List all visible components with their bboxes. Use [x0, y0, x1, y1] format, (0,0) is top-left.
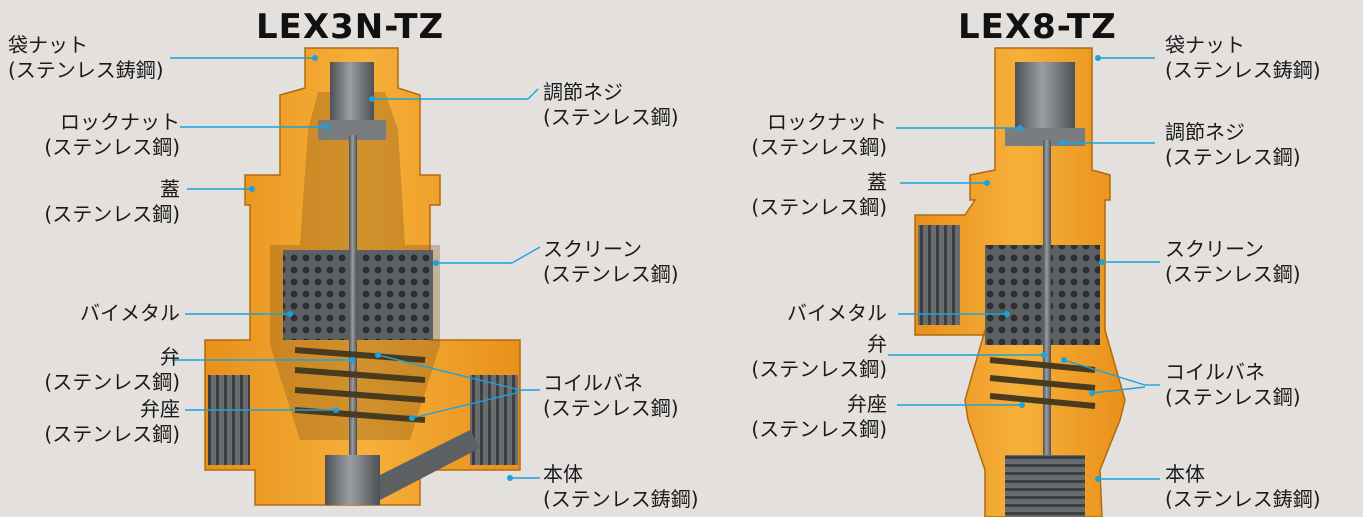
right-outlet-thread [1005, 455, 1085, 517]
left-label-screen: スクリーン (ステンレス鋼) [543, 237, 679, 287]
right-label-valve-seat: 弁座 (ステンレス鋼) [751, 392, 887, 442]
right-spring [989, 357, 1096, 409]
left-bimetal-name: バイメタル [80, 301, 180, 325]
right-lid-material: (ステンレス鋼) [751, 195, 887, 219]
left-cap-nut-name: 袋ナット [8, 33, 88, 57]
right-label-body: 本体 (ステンレス鋳鋼) [1165, 462, 1321, 512]
left-screen [283, 250, 433, 340]
right-cap-nut-material: (ステンレス鋳鋼) [1165, 58, 1321, 82]
left-outlet-thread [470, 375, 518, 465]
left-lock-nut-material: (ステンレス鋼) [44, 135, 180, 159]
left-label-lock-nut: ロックナット (ステンレス鋼) [44, 110, 180, 160]
right-screen-material: (ステンレス鋼) [1165, 262, 1301, 286]
left-screen-name: スクリーン [543, 237, 642, 261]
right-cap-nut-name: 袋ナット [1165, 33, 1245, 57]
right-adjust-screw-name: 調節ネジ [1165, 120, 1245, 144]
right-screen-name: スクリーン [1165, 237, 1264, 261]
right-label-screen: スクリーン (ステンレス鋼) [1165, 237, 1301, 287]
left-lock-nut-name: ロックナット [60, 110, 180, 134]
right-label-cap-nut: 袋ナット (ステンレス鋳鋼) [1165, 33, 1321, 83]
left-outlet-pipe [370, 430, 480, 500]
left-coil-spring-name: コイルバネ [543, 371, 643, 395]
right-model-title: LEX8-TZ [958, 7, 1117, 47]
left-label-valve: 弁 (ステンレス鋼) [44, 345, 180, 395]
right-stem [1043, 140, 1051, 470]
left-valve-seat-name: 弁座 [140, 397, 180, 421]
left-model-title: LEX3N-TZ [256, 7, 445, 47]
left-adjust-screw-name: 調節ネジ [543, 80, 623, 104]
right-bimetal-name: バイメタル [787, 301, 887, 325]
left-spring [294, 347, 426, 423]
left-inlet-thread [208, 375, 250, 465]
left-lid-material: (ステンレス鋼) [44, 202, 180, 226]
right-lock-nut-material: (ステンレス鋼) [751, 135, 887, 159]
right-lid-name: 蓋 [867, 170, 887, 194]
left-bottom-plug [325, 455, 380, 505]
left-trap-drawing [204, 47, 521, 506]
left-cap-nut-material: (ステンレス鋳鋼) [8, 58, 164, 82]
right-adjust-screw-material: (ステンレス鋼) [1165, 145, 1301, 169]
leader-lines [170, 57, 1160, 480]
left-label-bimetal: バイメタル [80, 301, 180, 326]
right-valve-seat-name: 弁座 [847, 392, 887, 416]
right-valve-name: 弁 [867, 332, 887, 356]
right-label-adjust-screw: 調節ネジ (ステンレス鋼) [1165, 120, 1301, 170]
right-label-valve: 弁 (ステンレス鋼) [751, 332, 887, 382]
right-body-name: 本体 [1165, 462, 1205, 486]
right-trap-drawing [914, 47, 1126, 517]
right-coil-spring-material: (ステンレス鋼) [1165, 385, 1301, 409]
right-valve-seat-material: (ステンレス鋼) [751, 417, 887, 441]
right-inlet-thread [918, 225, 960, 325]
right-label-lid: 蓋 (ステンレス鋼) [751, 170, 887, 220]
right-valve-material: (ステンレス鋼) [751, 357, 887, 381]
leader-dots [249, 55, 1105, 482]
left-lid-name: 蓋 [160, 177, 180, 201]
right-body-material: (ステンレス鋳鋼) [1165, 487, 1321, 511]
left-valve-material: (ステンレス鋼) [44, 370, 180, 394]
left-valve-name: 弁 [160, 345, 180, 369]
left-adjust-screw-material: (ステンレス鋼) [543, 105, 679, 129]
left-label-body: 本体 (ステンレス鋳鋼) [543, 462, 699, 512]
left-label-cap-nut: 袋ナット (ステンレス鋳鋼) [8, 33, 164, 83]
left-body-material: (ステンレス鋳鋼) [543, 487, 699, 511]
left-label-lid: 蓋 (ステンレス鋼) [44, 177, 180, 227]
left-locknut [318, 120, 386, 140]
right-screen [985, 245, 1100, 345]
right-cap-core [1015, 62, 1075, 137]
right-label-coil-spring: コイルバネ (ステンレス鋼) [1165, 360, 1301, 410]
right-lock-nut-name: ロックナット [767, 110, 887, 134]
left-body-name: 本体 [543, 462, 583, 486]
left-label-adjust-screw: 調節ネジ (ステンレス鋼) [543, 80, 679, 130]
right-label-bimetal: バイメタル [787, 301, 887, 326]
left-label-coil-spring: コイルバネ (ステンレス鋼) [543, 371, 679, 421]
right-coil-spring-name: コイルバネ [1165, 360, 1265, 384]
left-valve-seat-material: (ステンレス鋼) [44, 422, 180, 446]
left-coil-spring-material: (ステンレス鋼) [543, 396, 679, 420]
left-stem [349, 135, 357, 465]
right-label-lock-nut: ロックナット (ステンレス鋼) [751, 110, 887, 160]
left-label-valve-seat: 弁座 (ステンレス鋼) [44, 397, 180, 447]
left-screen-material: (ステンレス鋼) [543, 262, 679, 286]
right-locknut [1005, 128, 1085, 146]
